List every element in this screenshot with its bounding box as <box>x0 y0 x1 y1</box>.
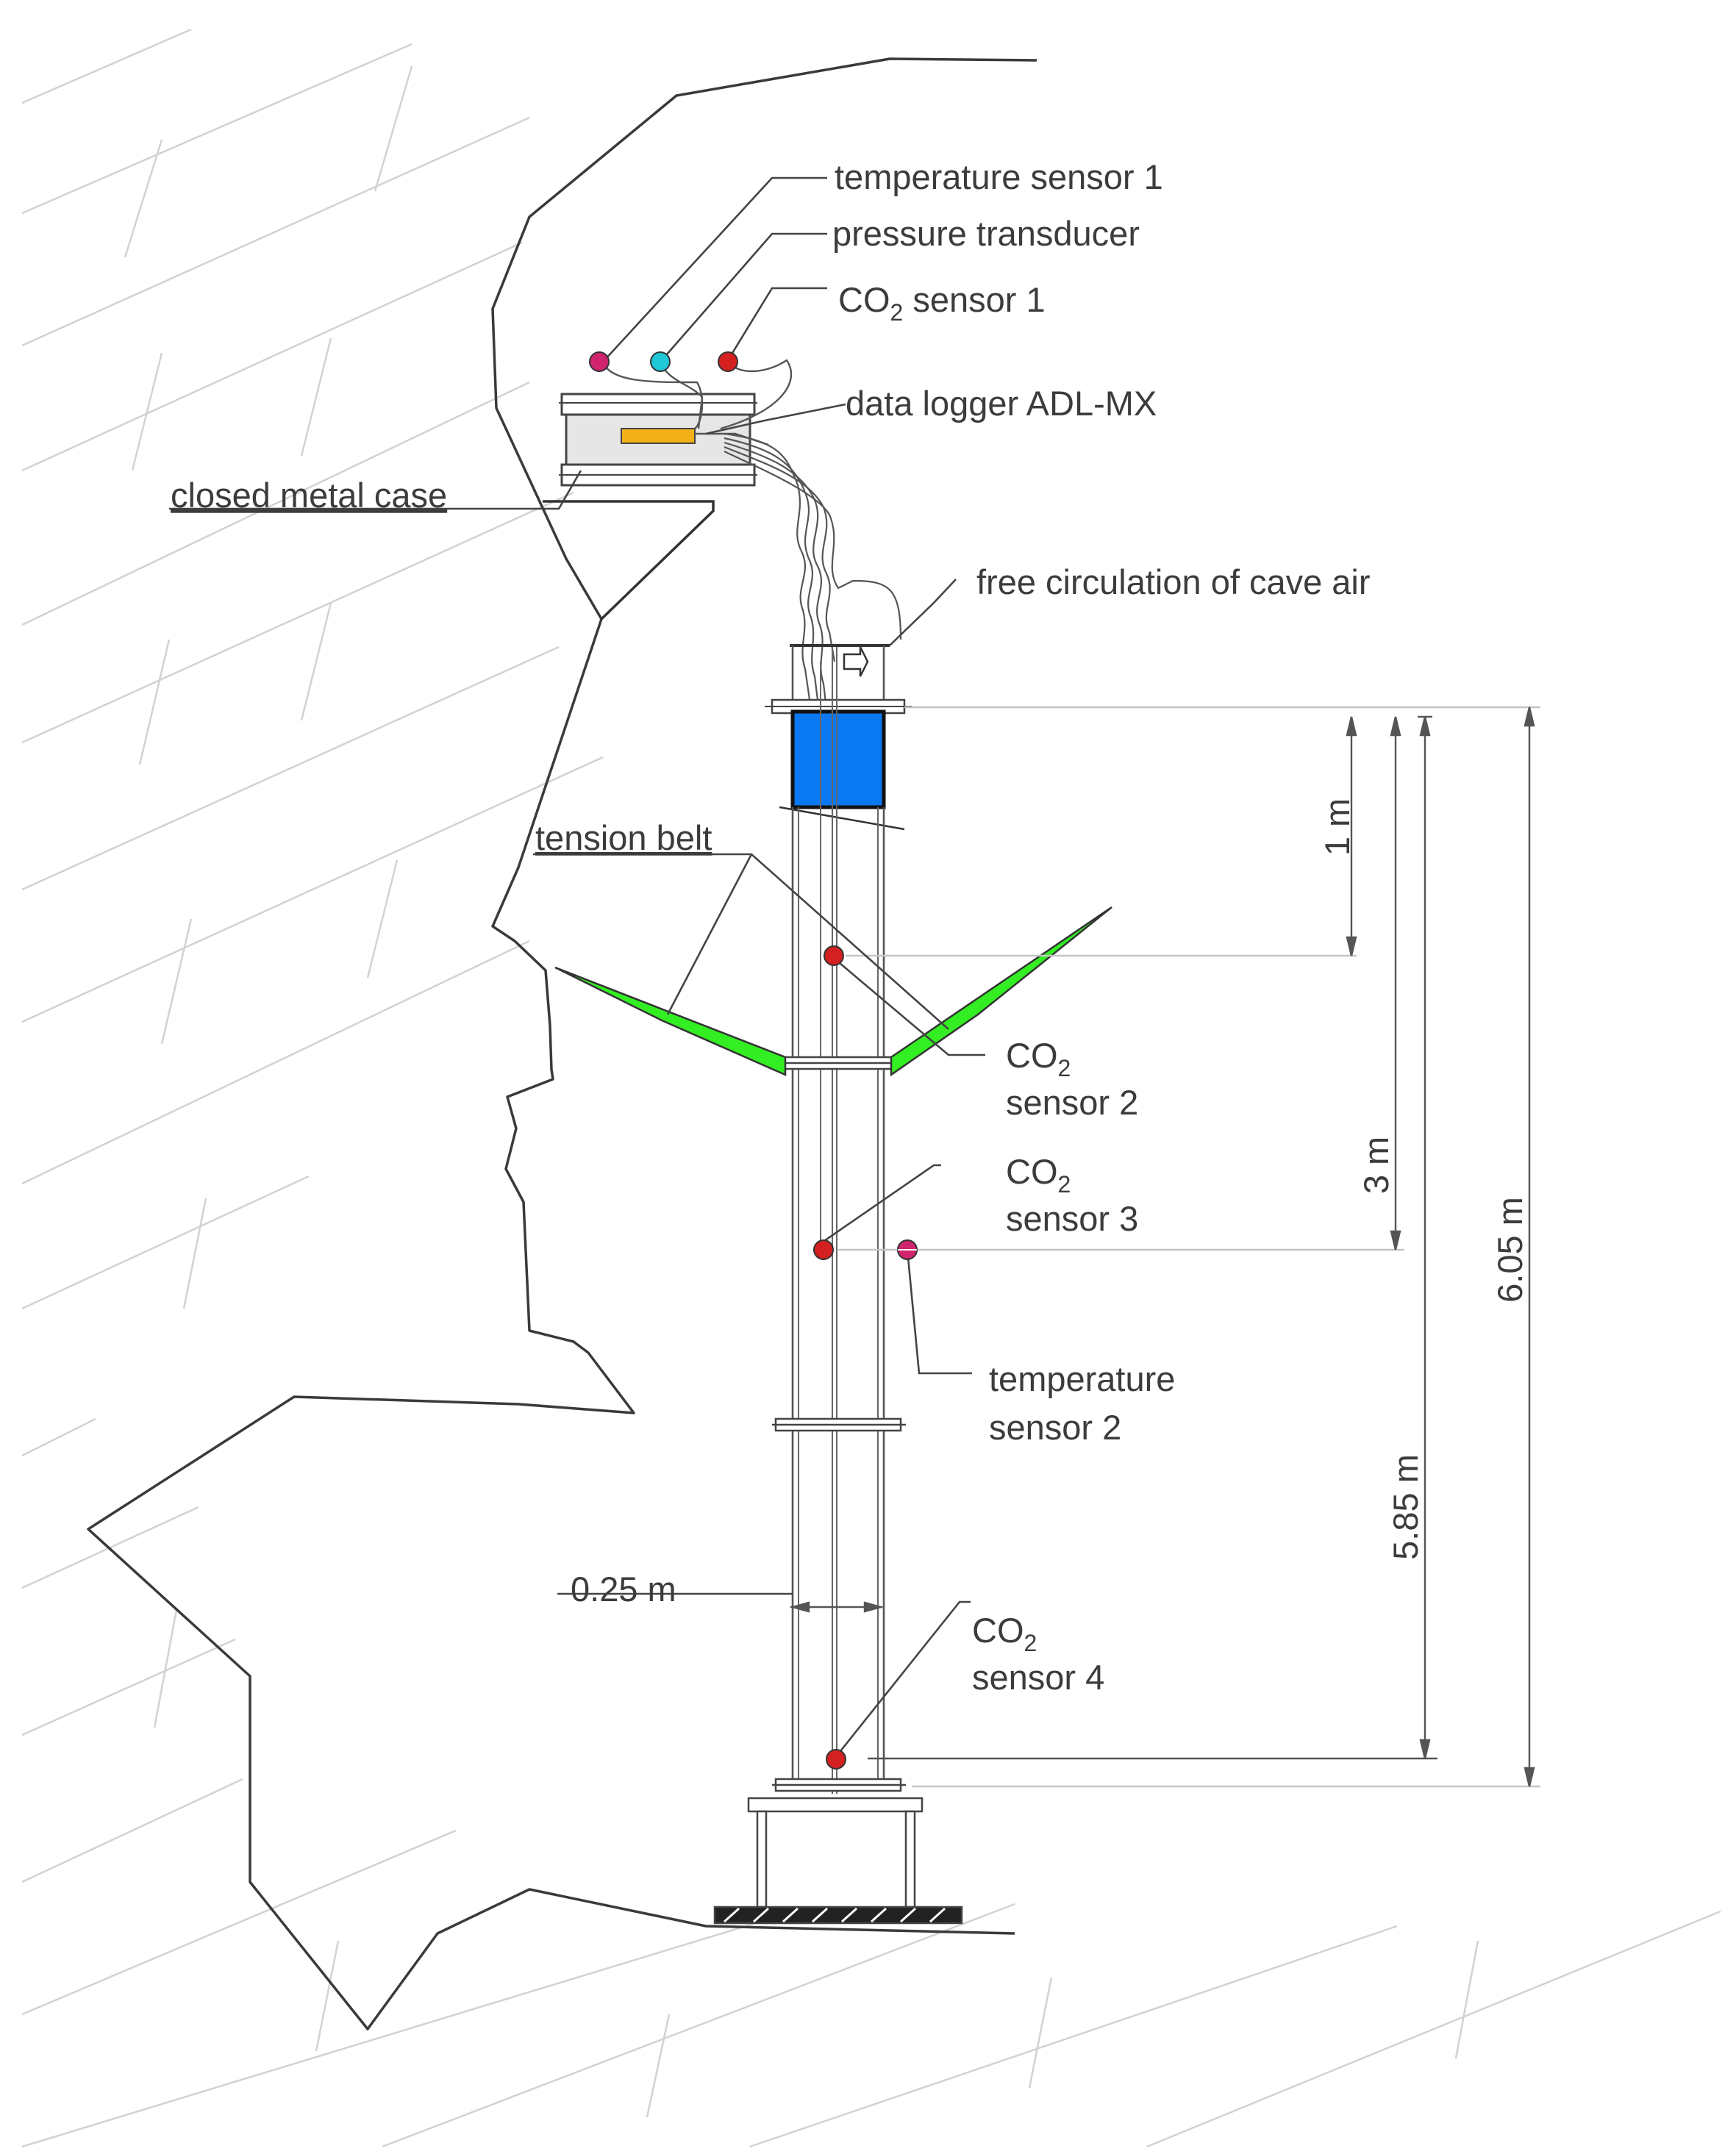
co2-sensor-2-marker <box>824 945 844 966</box>
cave-wall-outline <box>87 57 1037 2030</box>
tension-belt <box>554 906 1112 1077</box>
label-data-logger: data logger ADL-MX <box>846 384 1157 423</box>
label-co2-sensor-3: CO2 <box>1006 1152 1071 1198</box>
label-temperature-sensor-1: temperature sensor 1 <box>835 157 1163 196</box>
tube-flanges <box>772 1056 906 1792</box>
labels: temperature sensor 1 pressure transducer… <box>171 157 1529 1697</box>
label-diameter: 0.25 m <box>571 1570 676 1609</box>
dimension-lines <box>789 706 1535 1787</box>
label-free-circulation: free circulation of cave air <box>976 562 1371 601</box>
dimension-6-05m-label: 6.05 m <box>1490 1197 1529 1303</box>
air-flow-arrow-icon <box>843 646 869 677</box>
label-tension-belt: tension belt <box>535 818 712 857</box>
label-co2-sensor-2: CO2 <box>1006 1036 1071 1081</box>
label-co2-sensor-2-line2: sensor 2 <box>1006 1083 1138 1122</box>
label-closed-metal-case: closed metal case <box>171 476 447 515</box>
temperature-sensor-1-marker <box>589 351 610 372</box>
rock-shelf <box>543 500 715 620</box>
label-pressure-transducer: pressure transducer <box>832 214 1140 253</box>
label-co2-sensor-4: CO2 <box>972 1611 1037 1656</box>
dimension-1m-label: 1 m <box>1318 798 1357 856</box>
dimension-3m-label: 3 m <box>1357 1137 1396 1194</box>
dimension-extension-lines <box>838 706 1540 1788</box>
sensors <box>589 351 918 1770</box>
label-co2-sensor-1: CO2 sensor 1 <box>838 280 1046 326</box>
label-temperature-sensor-2-line2: sensor 2 <box>989 1408 1121 1447</box>
dimension-5-85m-label: 5.85 m <box>1386 1454 1425 1560</box>
co2-sensor-3-marker <box>813 1239 834 1260</box>
upper-tube <box>765 644 912 831</box>
closed-metal-case <box>543 393 757 620</box>
data-logger-board <box>621 428 696 444</box>
label-temperature-sensor-2-line1: temperature <box>989 1359 1175 1398</box>
label-co2-sensor-3-line2: sensor 3 <box>1006 1199 1138 1238</box>
wavy-cables <box>724 432 902 736</box>
label-co2-sensor-4-line2: sensor 4 <box>972 1658 1104 1697</box>
leader-lines <box>169 176 985 1759</box>
rock-hatching <box>21 28 1721 2148</box>
tube-body <box>791 647 885 1794</box>
pressure-transducer-marker <box>650 351 671 372</box>
support-stand <box>713 1797 963 1925</box>
co2-sensor-1-marker <box>718 351 738 372</box>
co2-sensor-4-marker <box>826 1749 846 1770</box>
